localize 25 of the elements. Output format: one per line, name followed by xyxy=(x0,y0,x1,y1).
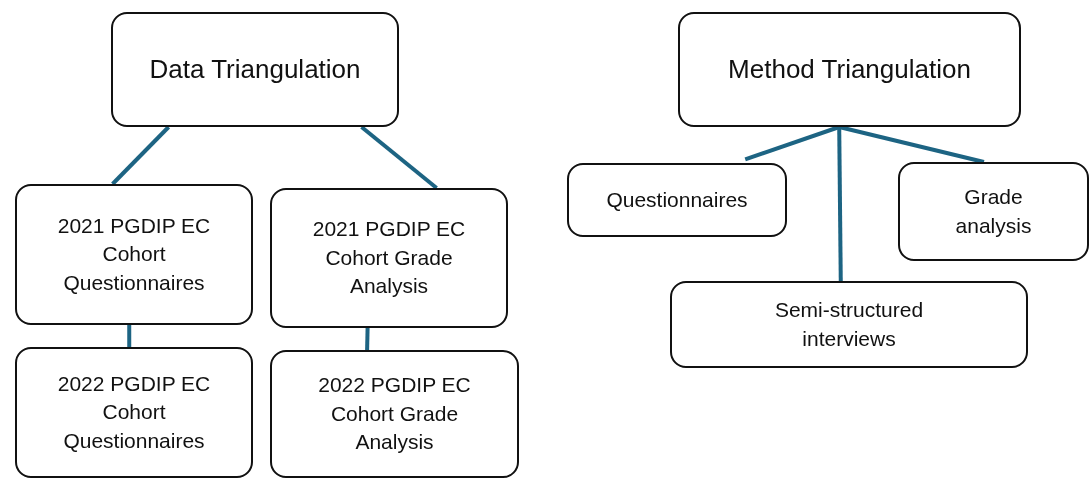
box-label: 2022 PGDIP EC Cohort Grade Analysis xyxy=(317,372,472,456)
connector-line xyxy=(111,125,171,186)
connector-line xyxy=(838,125,985,164)
box-label: Questionnaires xyxy=(606,186,748,213)
rounded-box xyxy=(270,350,519,478)
rounded-box xyxy=(270,188,508,328)
rounded-box xyxy=(111,12,399,127)
connector-line xyxy=(365,327,370,351)
rounded-box xyxy=(15,347,253,478)
rounded-box xyxy=(567,163,787,237)
box-label: 2021 PGDIP EC Cohort Questionnaires xyxy=(56,213,212,296)
box-label: 2021 PGDIP EC Cohort Grade Analysis xyxy=(311,216,467,300)
box-label: Grade analysis xyxy=(954,184,1033,239)
rounded-box xyxy=(670,281,1028,368)
box-label: 2022 PGDIP EC Cohort Questionnaires xyxy=(56,371,212,454)
connector-line xyxy=(127,325,132,347)
box-label: Method Triangulation xyxy=(728,52,971,86)
box-label: Semi-structured interviews xyxy=(773,297,925,352)
connector-line xyxy=(837,126,843,282)
box-label: Data Triangulation xyxy=(149,52,361,86)
rounded-box xyxy=(678,12,1021,127)
connector-line xyxy=(360,125,438,190)
rounded-box xyxy=(15,184,253,325)
connector-line xyxy=(744,125,840,162)
rounded-box xyxy=(898,162,1089,261)
